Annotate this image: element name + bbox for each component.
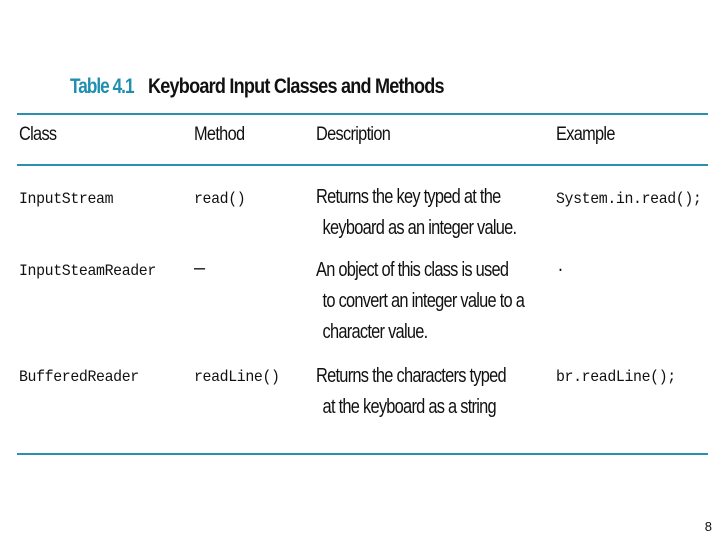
row1-method: read() xyxy=(194,190,246,208)
header-example: Example xyxy=(556,124,615,145)
row2-description-line3: character value. xyxy=(322,321,429,343)
table-number: Table 4.1 xyxy=(70,75,135,98)
table-caption: Table 4.1 Keyboard Input Classes and Met… xyxy=(70,72,492,102)
row1-description-line1: Returns the key typed at the xyxy=(316,186,501,208)
row2-description: An object of this class is used to conve… xyxy=(316,255,525,348)
header-class: Class xyxy=(19,124,57,145)
table-bottom-rule xyxy=(17,453,708,455)
row1-description-line2: keyboard as an integer value. xyxy=(322,217,518,239)
row3-description-line2: at the keyboard as a string xyxy=(322,396,497,418)
table-top-rule xyxy=(17,113,708,115)
row2-description-line2: to convert an integer value to a xyxy=(322,290,525,312)
row2-method: – xyxy=(194,257,206,279)
row1-description: Returns the key typed at the keyboard as… xyxy=(316,182,518,244)
table-header-rule xyxy=(17,164,708,166)
row2-example: . xyxy=(556,258,565,276)
table-title: Keyboard Input Classes and Methods xyxy=(148,75,445,98)
row3-class: BufferedReader xyxy=(19,368,139,386)
row3-example: br.readLine(); xyxy=(556,368,676,386)
row3-method: readLine() xyxy=(194,368,280,386)
page-number: 8 xyxy=(704,519,712,534)
header-method: Method xyxy=(194,124,245,145)
row2-class: InputSteamReader xyxy=(19,262,156,280)
row1-class: InputStream xyxy=(19,190,114,208)
row2-description-line1: An object of this class is used xyxy=(316,259,509,281)
row1-example: System.in.read(); xyxy=(556,190,702,208)
header-description: Description xyxy=(316,124,391,145)
row3-description-line1: Returns the characters typed xyxy=(316,365,507,387)
row3-description: Returns the characters typed at the keyb… xyxy=(316,361,507,423)
